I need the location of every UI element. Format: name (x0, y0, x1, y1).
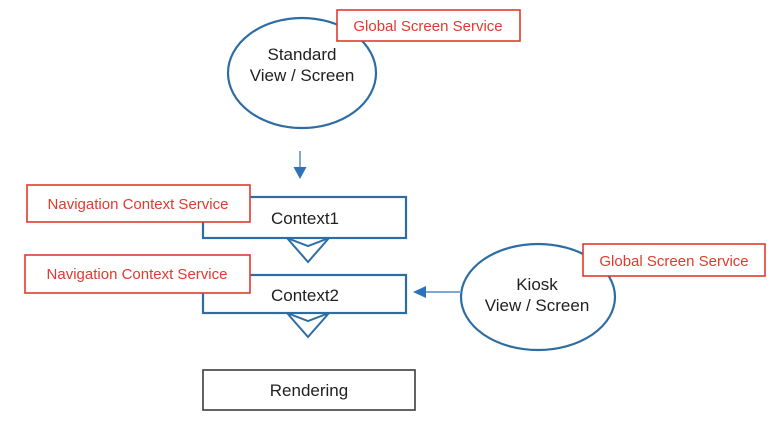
global-screen-service-right-label: Global Screen Service (599, 253, 748, 270)
left-arrow-head-icon (413, 286, 426, 298)
navigation-context-service-1-box (26, 184, 251, 223)
global-screen-service-right-box (582, 243, 766, 277)
standard-view-label-line2: View / Screen (250, 66, 355, 85)
left-arrow (413, 286, 461, 298)
chevron-down-arrow-1-icon (286, 237, 330, 264)
standard-view-label-line1: Standard (268, 45, 337, 64)
context2-label: Context2 (271, 286, 339, 305)
global-screen-service-top-label: Global Screen Service (353, 18, 502, 35)
navigation-context-service-2-box (24, 254, 251, 294)
kiosk-view-label-line2: View / Screen (485, 296, 590, 315)
down-arrow (293, 151, 307, 179)
navigation-context-service-2-label: Navigation Context Service (47, 266, 228, 283)
rendering-label: Rendering (270, 381, 348, 400)
context1-label: Context1 (271, 209, 339, 228)
global-screen-service-top-box (336, 9, 521, 42)
rendering-node (202, 369, 416, 411)
standard-view-node (226, 16, 378, 130)
chevron-down-arrow-2-icon (286, 312, 330, 339)
navigation-context-service-1-label: Navigation Context Service (48, 196, 229, 213)
kiosk-view-node (459, 242, 617, 352)
kiosk-view-label-line1: Kiosk (516, 275, 558, 294)
context2-node (201, 273, 408, 315)
down-arrow-head-icon (293, 167, 307, 179)
